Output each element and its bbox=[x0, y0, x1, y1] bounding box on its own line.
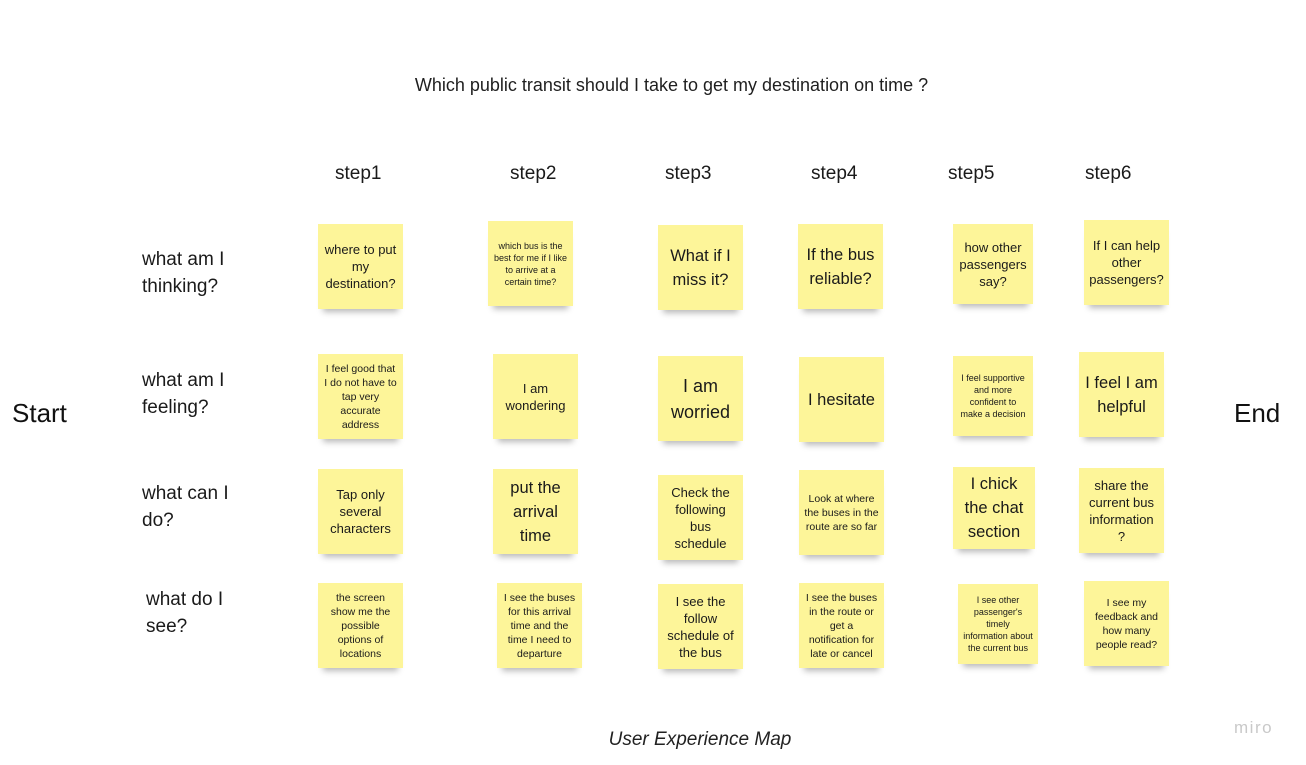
sticky-note-text: I see the buses in the route or get a no… bbox=[805, 591, 878, 660]
end-label: End bbox=[1234, 398, 1281, 428]
sticky-note[interactable]: Look at where the buses in the route are… bbox=[799, 470, 884, 555]
sticky-note-text: share the current bus information ? bbox=[1088, 477, 1155, 544]
sticky-note-text: I am worried bbox=[670, 375, 731, 422]
sticky-note[interactable]: I see the buses for this arrival time an… bbox=[497, 583, 582, 668]
sticky-note-text: I see other passenger's timely informati… bbox=[963, 595, 1033, 653]
map-caption: User Experience Map bbox=[608, 729, 792, 750]
sticky-note[interactable]: I see the follow schedule of the bus bbox=[658, 584, 743, 669]
row-label-feeling: what am I feeling? bbox=[142, 370, 225, 418]
sticky-note-text: I see the follow schedule of the bus bbox=[667, 593, 734, 660]
step-header-2: step2 bbox=[510, 163, 557, 184]
row-label-thinking: what am I thinking? bbox=[142, 249, 225, 297]
sticky-note[interactable]: put the arrival time bbox=[493, 469, 578, 554]
sticky-note[interactable]: I see the buses in the route or get a no… bbox=[799, 583, 884, 668]
row-label-seeing: what do I see? bbox=[146, 589, 224, 637]
sticky-note[interactable]: I feel I am helpful bbox=[1079, 352, 1164, 437]
sticky-note[interactable]: Check the following bus schedule bbox=[658, 475, 743, 560]
step-header-1: step1 bbox=[335, 163, 382, 184]
sticky-note-text: I feel good that I do not have to tap ve… bbox=[324, 362, 397, 431]
sticky-note[interactable]: where to put my destination? bbox=[318, 224, 403, 309]
sticky-note[interactable]: I am worried bbox=[658, 356, 743, 441]
sticky-note[interactable]: If the bus reliable? bbox=[798, 224, 883, 309]
sticky-note[interactable]: the screen show me the possible options … bbox=[318, 583, 403, 668]
sticky-note-text: I feel I am helpful bbox=[1085, 373, 1158, 416]
sticky-note[interactable]: Tap only several characters bbox=[318, 469, 403, 554]
sticky-note[interactable]: I feel good that I do not have to tap ve… bbox=[318, 354, 403, 439]
step-header-5: step5 bbox=[948, 163, 995, 184]
sticky-note[interactable]: If I can help other passengers? bbox=[1084, 220, 1169, 305]
miro-logo: miro bbox=[1234, 718, 1274, 737]
sticky-note-text: I hesitate bbox=[808, 390, 875, 409]
start-label: Start bbox=[12, 398, 67, 428]
sticky-note-text: I see the buses for this arrival time an… bbox=[503, 591, 576, 660]
sticky-note[interactable]: I hesitate bbox=[799, 357, 884, 442]
sticky-note-text: I chick the chat section bbox=[964, 475, 1024, 541]
sticky-note-text: I see my feedback and how many people re… bbox=[1094, 596, 1159, 651]
row-label-doing: what can I do? bbox=[142, 483, 229, 531]
sticky-note-text: If I can help other passengers? bbox=[1089, 238, 1164, 287]
sticky-note[interactable]: how other passengers say? bbox=[953, 224, 1033, 304]
sticky-note-text: which bus is the best for me if I like t… bbox=[493, 240, 568, 287]
sticky-note-text: the screen show me the possible options … bbox=[330, 591, 391, 660]
sticky-note[interactable]: I feel supportive and more confident to … bbox=[953, 356, 1033, 436]
sticky-note[interactable]: which bus is the best for me if I like t… bbox=[488, 221, 573, 306]
sticky-note-text: Look at where the buses in the route are… bbox=[804, 492, 879, 533]
sticky-note-text: I feel supportive and more confident to … bbox=[960, 373, 1026, 419]
step-header-3: step3 bbox=[665, 163, 712, 184]
sticky-note[interactable]: I see my feedback and how many people re… bbox=[1084, 581, 1169, 666]
question-heading: Which public transit should I take to ge… bbox=[414, 75, 929, 95]
sticky-note-text: I am wondering bbox=[505, 380, 566, 413]
step-header-6: step6 bbox=[1085, 163, 1132, 184]
sticky-note-text: how other passengers say? bbox=[959, 239, 1027, 289]
sticky-note[interactable]: share the current bus information ? bbox=[1079, 468, 1164, 553]
sticky-note-text: where to put my destination? bbox=[324, 242, 397, 291]
sticky-note[interactable]: I am wondering bbox=[493, 354, 578, 439]
sticky-note[interactable]: I see other passenger's timely informati… bbox=[958, 584, 1038, 664]
sticky-note-text: Tap only several characters bbox=[330, 487, 391, 536]
sticky-note[interactable]: What if I miss it? bbox=[658, 225, 743, 310]
sticky-note-text: What if I miss it? bbox=[670, 246, 731, 289]
sticky-note-text: Check the following bus schedule bbox=[671, 484, 730, 551]
sticky-note[interactable]: I chick the chat section bbox=[953, 467, 1035, 549]
sticky-note-text: If the bus reliable? bbox=[806, 245, 875, 288]
step-header-4: step4 bbox=[811, 163, 858, 184]
sticky-note-text: put the arrival time bbox=[510, 478, 561, 545]
